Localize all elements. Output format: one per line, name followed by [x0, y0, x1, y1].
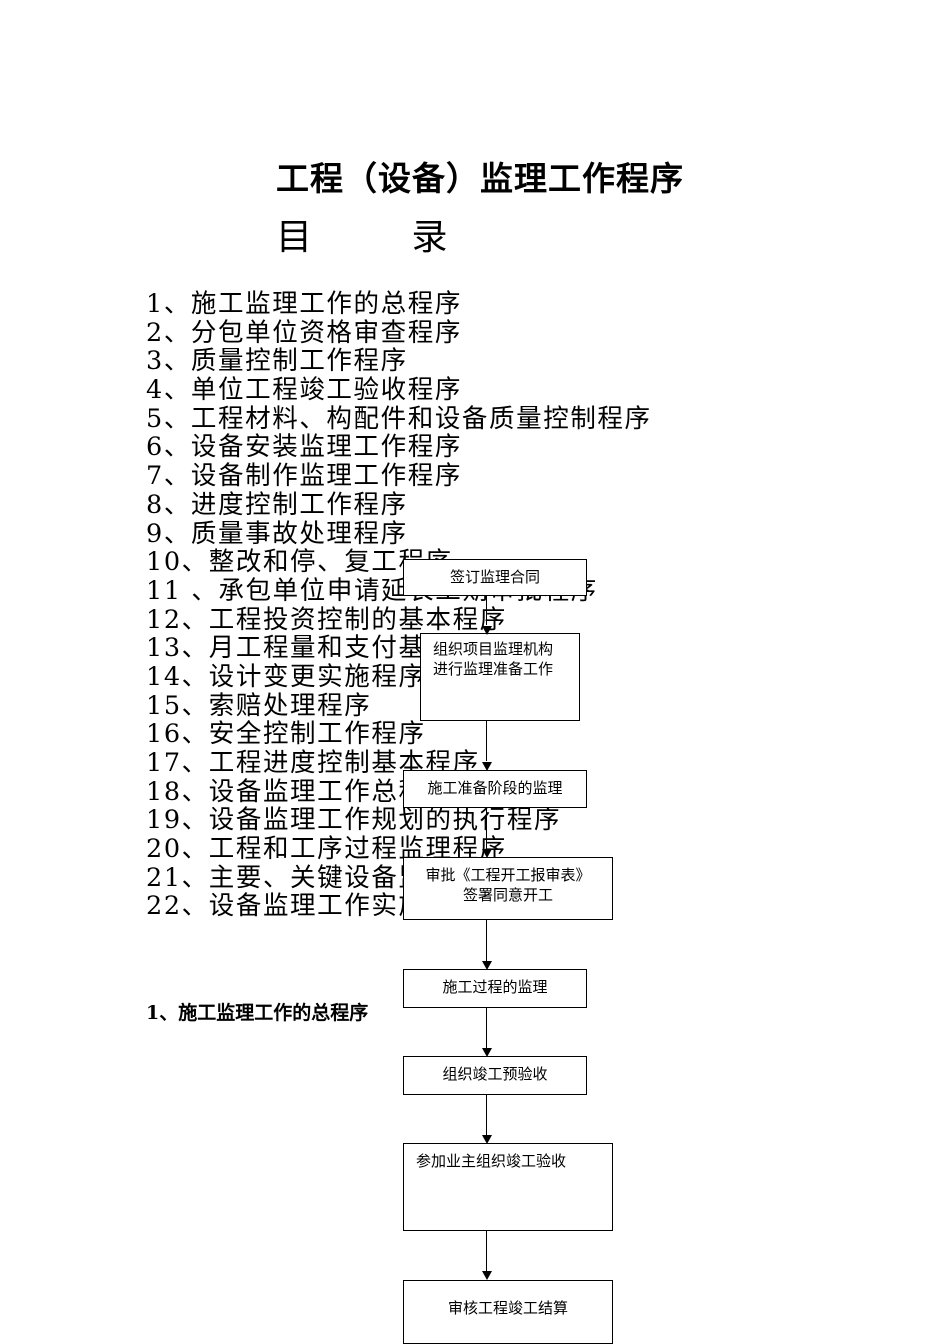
- flow-step-organize-team: 组织项目监理机构 进行监理准备工作: [420, 633, 580, 721]
- toc-heading: 目 录: [276, 217, 492, 258]
- document-title: 工程（设备）监理工作程序: [276, 159, 684, 198]
- flow-step-label: 审批《工程开工报审表》 签署同意开工: [425, 866, 591, 904]
- flow-step-owner-acceptance: 参加业主组织竣工验收: [403, 1143, 613, 1231]
- section-heading: 1、施工监理工作的总程序: [146, 1002, 369, 1024]
- toc-item: 12、工程投资控制的基本程序: [146, 604, 507, 635]
- flow-arrowhead: [482, 1048, 492, 1057]
- flow-step-label: 施工过程的监理: [442, 978, 548, 996]
- flow-connector: [486, 720, 488, 761]
- flow-step-construction-supervision: 施工过程的监理: [403, 969, 587, 1008]
- flow-step-label: 施工准备阶段的监理: [427, 779, 563, 797]
- flow-connector: [486, 919, 488, 961]
- toc-item: 16、安全控制工作程序: [146, 719, 426, 750]
- toc-item: 19、设备监理工作规划的执行程序: [146, 805, 562, 836]
- flow-step-sign-contract: 签订监理合同: [403, 559, 587, 596]
- flow-arrowhead: [482, 961, 492, 970]
- toc-item: 1、施工监理工作的总程序: [146, 289, 462, 319]
- toc-item: 4、单位工程竣工验收程序: [146, 375, 462, 406]
- flow-step-pre-acceptance: 组织竣工预验收: [403, 1056, 587, 1095]
- flow-step-label: 签订监理合同: [449, 568, 540, 586]
- flow-step-preparation-supervision: 施工准备阶段的监理: [403, 770, 587, 808]
- toc-item: 14、设计变更实施程序: [146, 661, 426, 692]
- flow-step-final-settlement: 审核工程竣工结算: [403, 1280, 613, 1344]
- toc-item: 8、进度控制工作程序: [146, 489, 408, 520]
- flow-connector: [486, 1007, 488, 1048]
- table-of-contents: 1、施工监理工作的总程序 2、分包单位资格审查程序 3、质量控制工作程序 4、单…: [146, 290, 652, 921]
- flow-arrowhead: [482, 1135, 492, 1144]
- flow-step-label: 审核工程竣工结算: [447, 1299, 568, 1317]
- toc-item: 2、分包单位资格审查程序: [146, 317, 462, 348]
- toc-item: 9、质量事故处理程序: [146, 518, 408, 549]
- toc-item: 15、索赔处理程序: [146, 690, 372, 721]
- flow-connector: [486, 595, 488, 625]
- flow-arrowhead: [482, 762, 492, 771]
- toc-item: 5、工程材料、构配件和设备质量控制程序: [146, 403, 652, 434]
- flow-step-label: 参加业主组织竣工验收: [416, 1152, 567, 1170]
- flow-step-label: 组织竣工预验收: [442, 1065, 548, 1083]
- flow-arrowhead: [482, 1271, 492, 1280]
- toc-item: 7、设备制作监理工作程序: [146, 461, 462, 492]
- toc-item: 6、设备安装监理工作程序: [146, 432, 462, 463]
- toc-item: 18、设备监理工作总程序: [146, 776, 453, 807]
- flow-connector: [486, 1230, 488, 1271]
- toc-item: 3、质量控制工作程序: [146, 346, 408, 377]
- flow-connector: [486, 1094, 488, 1135]
- toc-item: 10、整改和停、复工程序: [146, 547, 453, 578]
- flow-step-label: 组织项目监理机构 进行监理准备工作: [433, 640, 554, 678]
- flow-arrowhead: [482, 626, 492, 635]
- flow-connector: [486, 807, 488, 849]
- flow-step-approve-start: 审批《工程开工报审表》 签署同意开工: [403, 857, 613, 920]
- flow-arrowhead: [482, 849, 492, 858]
